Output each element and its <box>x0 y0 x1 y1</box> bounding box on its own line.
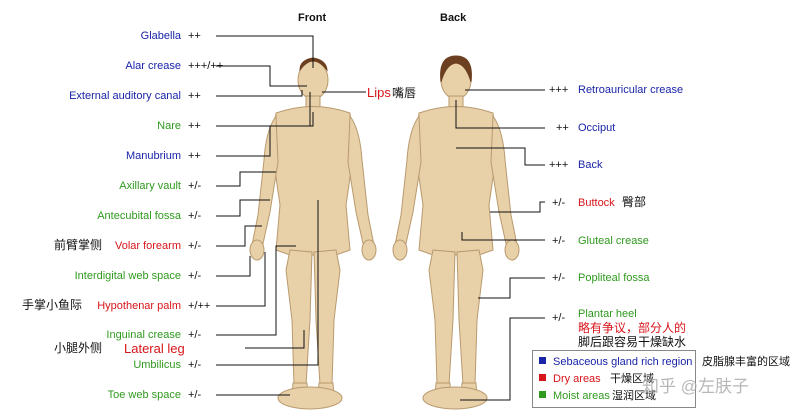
label-hypothenar-palm: Hypothenar palm <box>97 300 181 312</box>
front-header: Front <box>298 12 327 24</box>
label-buttock: Buttock <box>578 197 615 209</box>
cn-lips: 嘴唇 <box>392 86 417 100</box>
label-nare: Nare <box>157 120 181 132</box>
legend-swatch-blue <box>539 357 546 364</box>
label-gluteal-crease: Gluteal crease <box>578 235 649 247</box>
label-toe-web-space: Toe web space <box>107 389 181 401</box>
label-lateral-leg: Lateral leg <box>124 341 185 356</box>
back-figure <box>392 55 520 410</box>
label-umbilicus: Umbilicus <box>133 359 181 371</box>
grade-gluteal-crease: +/- <box>552 235 566 247</box>
leader-lines <box>216 35 545 401</box>
plantar-note-line2: 脚后跟容易干燥缺水 <box>578 335 687 349</box>
grade-nare: ++ <box>188 120 201 132</box>
label-antecubital-fossa: Antecubital fossa <box>97 210 181 222</box>
grade-plantar-heel: +/- <box>552 312 566 324</box>
legend-item-moist: Moist areas <box>539 390 610 402</box>
plantar-note-text: 略有争议，部分人的 <box>578 321 687 335</box>
front-figure <box>249 57 377 410</box>
label-inguinal-crease: Inguinal crease <box>106 329 181 341</box>
grade-volar-forearm: +/- <box>188 240 202 252</box>
legend-cn-moist: 湿润区域 <box>612 390 656 402</box>
legend-text-moist: Moist areas <box>553 390 610 402</box>
label-lips: Lips <box>367 85 391 100</box>
grade-axillary-vault: +/- <box>188 180 202 192</box>
watermark: 知乎 @左肤子 <box>642 377 749 396</box>
legend-item-dry: Dry areas <box>539 373 601 385</box>
label-interdigital-web-space: Interdigital web space <box>74 270 181 282</box>
label-axillary-vault: Axillary vault <box>119 180 181 192</box>
label-glabella: Glabella <box>140 30 181 42</box>
grade-umbilicus: +/- <box>188 359 202 371</box>
legend-text-sebaceous: Sebaceous gland rich region <box>553 356 693 368</box>
grade-retroauricular-crease: +++ <box>549 84 569 96</box>
grade-alar-crease: +++/++ <box>188 60 224 72</box>
legend-swatch-red <box>539 374 546 381</box>
cn-volar-forearm: 前臂掌侧 <box>54 238 103 252</box>
legend-cn-sebaceous: 皮脂腺丰富的区域 <box>702 356 790 368</box>
grade-popliteal-fossa: +/- <box>552 272 566 284</box>
cn-hypothenar-palm: 手掌小鱼际 <box>22 298 83 312</box>
legend-swatch-green <box>539 391 546 398</box>
label-manubrium: Manubrium <box>125 150 181 162</box>
legend-cn-dry: 干燥区域 <box>610 373 654 385</box>
cn-lateral-leg: 小腿外侧 <box>54 341 103 355</box>
legend-item-sebaceous: Sebaceous gland rich region <box>539 356 692 368</box>
grade-glabella: ++ <box>188 30 201 42</box>
grade-toe-web-space: +/- <box>188 389 202 401</box>
grade-external-auditory-canal: ++ <box>188 90 201 102</box>
plantar-note-line1: 略有争议，部分人的 <box>578 321 686 335</box>
grade-interdigital-web-space: +/- <box>188 270 202 282</box>
back-header: Back <box>440 12 467 24</box>
label-plantar-heel: Plantar heel <box>578 308 637 320</box>
label-volar-forearm: Volar forearm <box>114 240 181 252</box>
label-alar-crease: Alar crease <box>125 60 181 72</box>
grade-occiput: ++ <box>556 122 569 134</box>
grade-hypothenar-palm: +/++ <box>188 300 211 312</box>
label-external-auditory-canal: External auditory canal <box>69 90 181 102</box>
label-retroauricular-crease: Retroauricular crease <box>578 84 684 96</box>
grade-buttock: +/- <box>552 197 566 209</box>
grade-back: +++ <box>549 159 569 171</box>
label-occiput: Occiput <box>578 122 616 134</box>
grade-antecubital-fossa: +/- <box>188 210 202 222</box>
grade-inguinal-crease: +/- <box>188 329 202 341</box>
legend: Sebaceous gland rich region Dry areas Mo… <box>532 350 696 408</box>
grade-manubrium: ++ <box>188 150 201 162</box>
label-back: Back <box>578 159 603 171</box>
cn-buttock: 臀部 <box>622 195 647 209</box>
legend-text-dry: Dry areas <box>553 373 601 385</box>
label-popliteal-fossa: Popliteal fossa <box>578 272 650 284</box>
